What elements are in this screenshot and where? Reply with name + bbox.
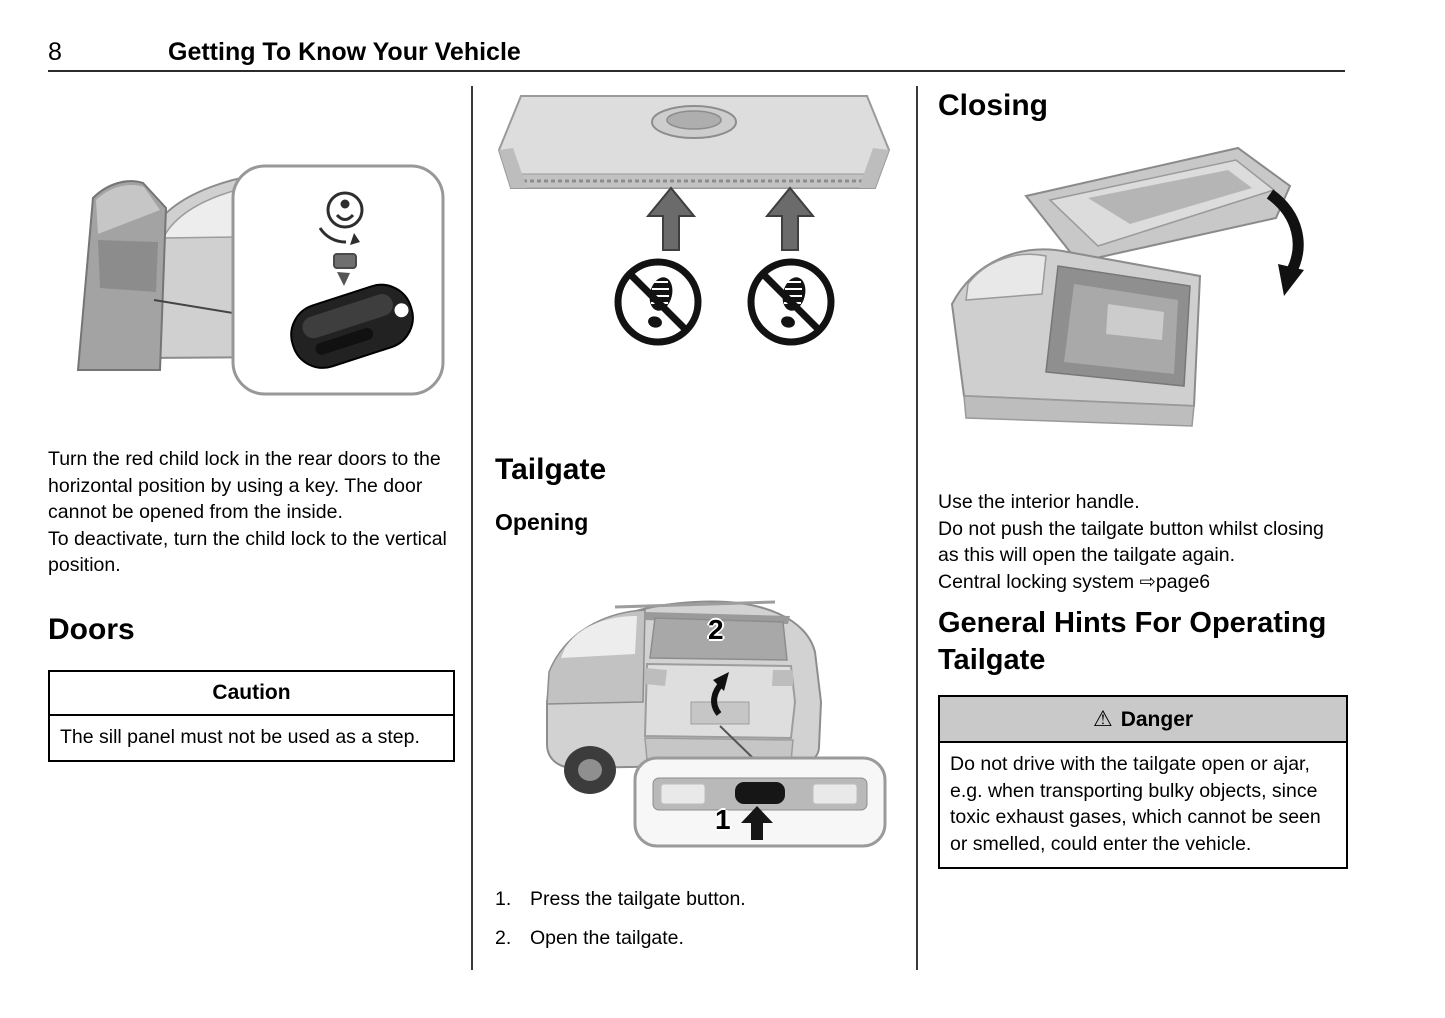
doors-heading: Doors (48, 612, 135, 646)
step-marker: 2. (495, 926, 512, 949)
open-tailgate-illustration (950, 146, 1304, 427)
closing-heading: Closing (938, 89, 1048, 122)
no-step-icon-left (614, 258, 702, 346)
closing-paragraph-1: Use the interior handle. (938, 491, 1140, 513)
sill-panel-illustration (497, 95, 891, 346)
tailgate-step-list: 1. Press the tailgate button. 2. Open th… (495, 886, 893, 951)
reference-text: Central locking system (938, 570, 1140, 593)
step-text: Open the tailgate. (530, 926, 684, 949)
no-step-icon-right (747, 258, 835, 346)
warning-triangle-icon: ⚠ (1092, 706, 1113, 731)
danger-body: Do not drive with the tailgate open or a… (950, 753, 1321, 855)
danger-title: Danger (1120, 708, 1194, 731)
suv-rear-illustration (546, 600, 887, 848)
remote-key-icon (290, 283, 414, 369)
step-item-2: 2. Open the tailgate. (495, 925, 893, 952)
column-divider-left (471, 86, 473, 970)
child-lock-figure (48, 88, 455, 398)
general-hints-heading: General Hints For Operating Tailgate (938, 607, 1327, 676)
page-number: 8 (48, 38, 62, 66)
step-text: Press the tailgate button. (530, 888, 746, 910)
key-direction-arrow (337, 272, 350, 286)
callout-press-button: 1 (715, 804, 731, 835)
step-item-1: 1. Press the tailgate button. (495, 886, 893, 913)
page-title: Getting To Know Your Vehicle (168, 38, 521, 66)
danger-title-bar: ⚠ Danger (940, 697, 1346, 743)
danger-box: ⚠ Danger Do not drive with the tailgate o… (938, 695, 1348, 869)
child-lock-illustration (76, 164, 445, 396)
child-lock-paragraph-2: To deactivate, turn the child lock to th… (48, 527, 447, 577)
column-divider-right (916, 86, 918, 970)
open-direction-arrow (711, 672, 729, 716)
child-lock-paragraph-1: Turn the red child lock in the rear door… (48, 448, 441, 523)
caution-body: The sill panel must not be used as a ste… (60, 725, 420, 748)
caution-box: Caution The sill panel must not be used … (48, 669, 455, 762)
middle-column: Tailgate Opening (495, 88, 893, 963)
no-step-figure (495, 88, 893, 360)
header-rule (48, 70, 1345, 72)
tailgate-heading: Tailgate (495, 453, 607, 486)
tailgate-closing-figure (938, 134, 1348, 449)
tailgate-opening-figure: 2 1 (495, 552, 893, 852)
up-arrow-icon-right (764, 186, 816, 251)
right-column: Closing Use the interior handle. Do not … (938, 88, 1348, 869)
tailgate-button-inset (633, 756, 887, 848)
press-up-arrow-icon (741, 806, 773, 840)
callout-open-tailgate: 2 (708, 614, 724, 645)
tailgate-panel (643, 662, 797, 740)
central-locking-reference: Central locking system ⇨page6 (938, 569, 1348, 596)
step-marker: 1. (495, 888, 512, 910)
child-lock-icon (318, 191, 364, 269)
opening-heading: Opening (495, 509, 589, 535)
page-reference-link[interactable]: ⇨page6 (1139, 570, 1211, 593)
left-column: Turn the red child lock in the rear door… (48, 88, 455, 762)
caution-title: Caution (50, 672, 453, 716)
closing-paragraph-2: Do not push the tailgate button whilst c… (938, 517, 1324, 567)
close-direction-arrow (1266, 189, 1304, 296)
tailgate-button (735, 782, 785, 804)
up-arrow-icon-left (645, 186, 697, 251)
